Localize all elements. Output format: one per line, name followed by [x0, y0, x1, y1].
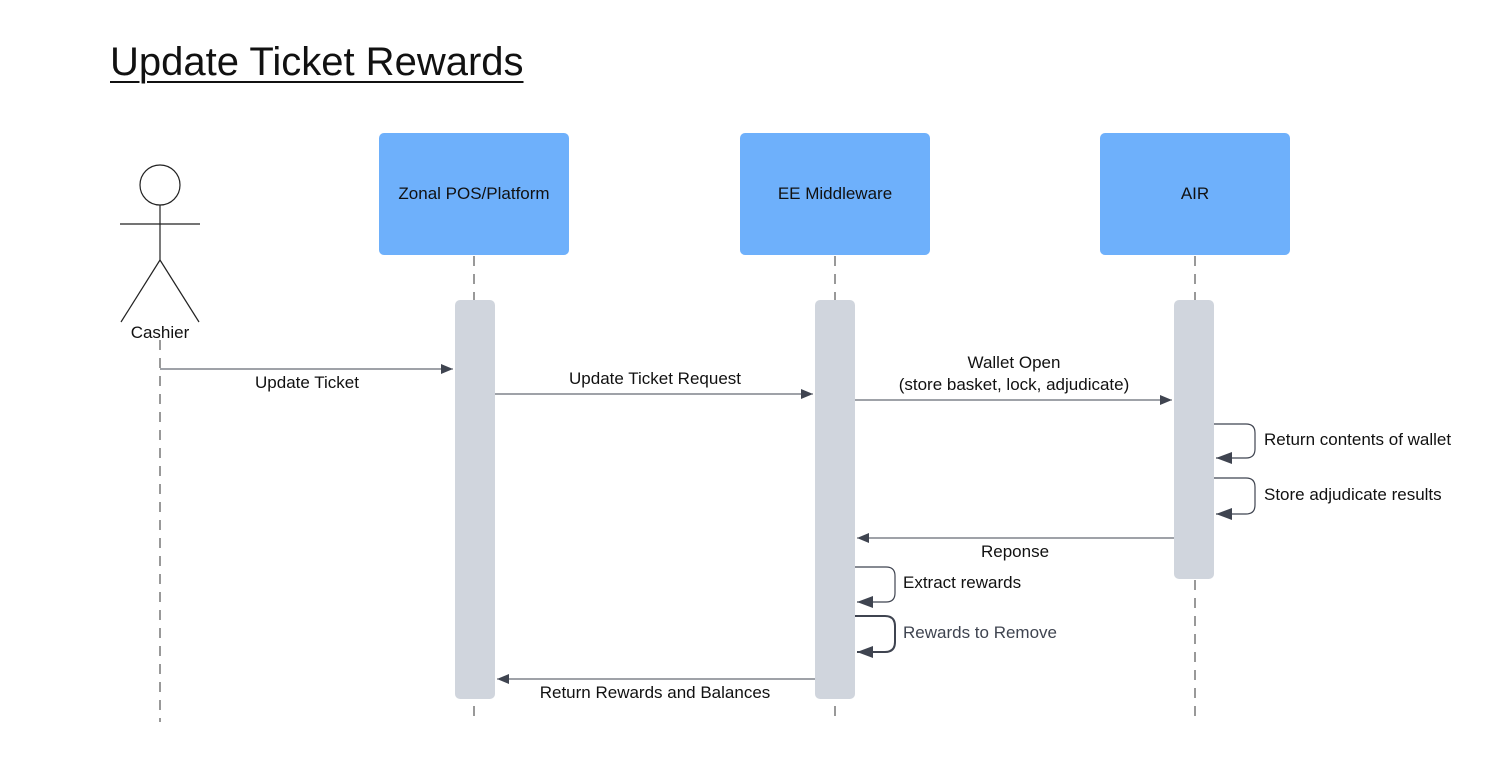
message-label-update-ticket-request: Update Ticket Request [569, 369, 741, 388]
activation-bar-air [1174, 300, 1214, 579]
message-label-update-ticket: Update Ticket [255, 373, 359, 392]
message-label-wallet-open: Wallet Open [967, 353, 1061, 372]
arrow-return-contents-of-wallet [1214, 423, 1256, 464]
actor-label-cashier: Cashier [130, 323, 190, 342]
message-label-reponse: Reponse [980, 542, 1050, 561]
arrow-store-adjudicate-results [1214, 477, 1256, 520]
message-label-rewards-to-remove: Rewards to Remove [903, 623, 1058, 642]
activation-bar-zonal-pos [455, 300, 495, 699]
message-label-wallet-open-detail: (store basket, lock, adjudicate) [898, 375, 1130, 394]
arrow-extract-rewards [855, 566, 896, 608]
participant-zonal-pos-platform: Zonal POS/Platform [379, 133, 569, 255]
arrow-rewards-to-remove [855, 615, 896, 658]
message-label-extract-rewards: Extract rewards [903, 573, 1022, 592]
message-label-store-adjudicate-results: Store adjudicate results [1264, 485, 1442, 504]
diagram-title: Update Ticket Rewards [110, 40, 524, 84]
participant-air: AIR [1100, 133, 1290, 255]
participant-ee-middleware: EE Middleware [740, 133, 930, 255]
cashier-actor-icon [120, 164, 200, 323]
activation-bar-ee-middleware [815, 300, 855, 699]
message-label-return-contents-of-wallet: Return contents of wallet [1264, 430, 1452, 449]
message-label-return-rewards-and-balances: Return Rewards and Balances [539, 683, 771, 702]
